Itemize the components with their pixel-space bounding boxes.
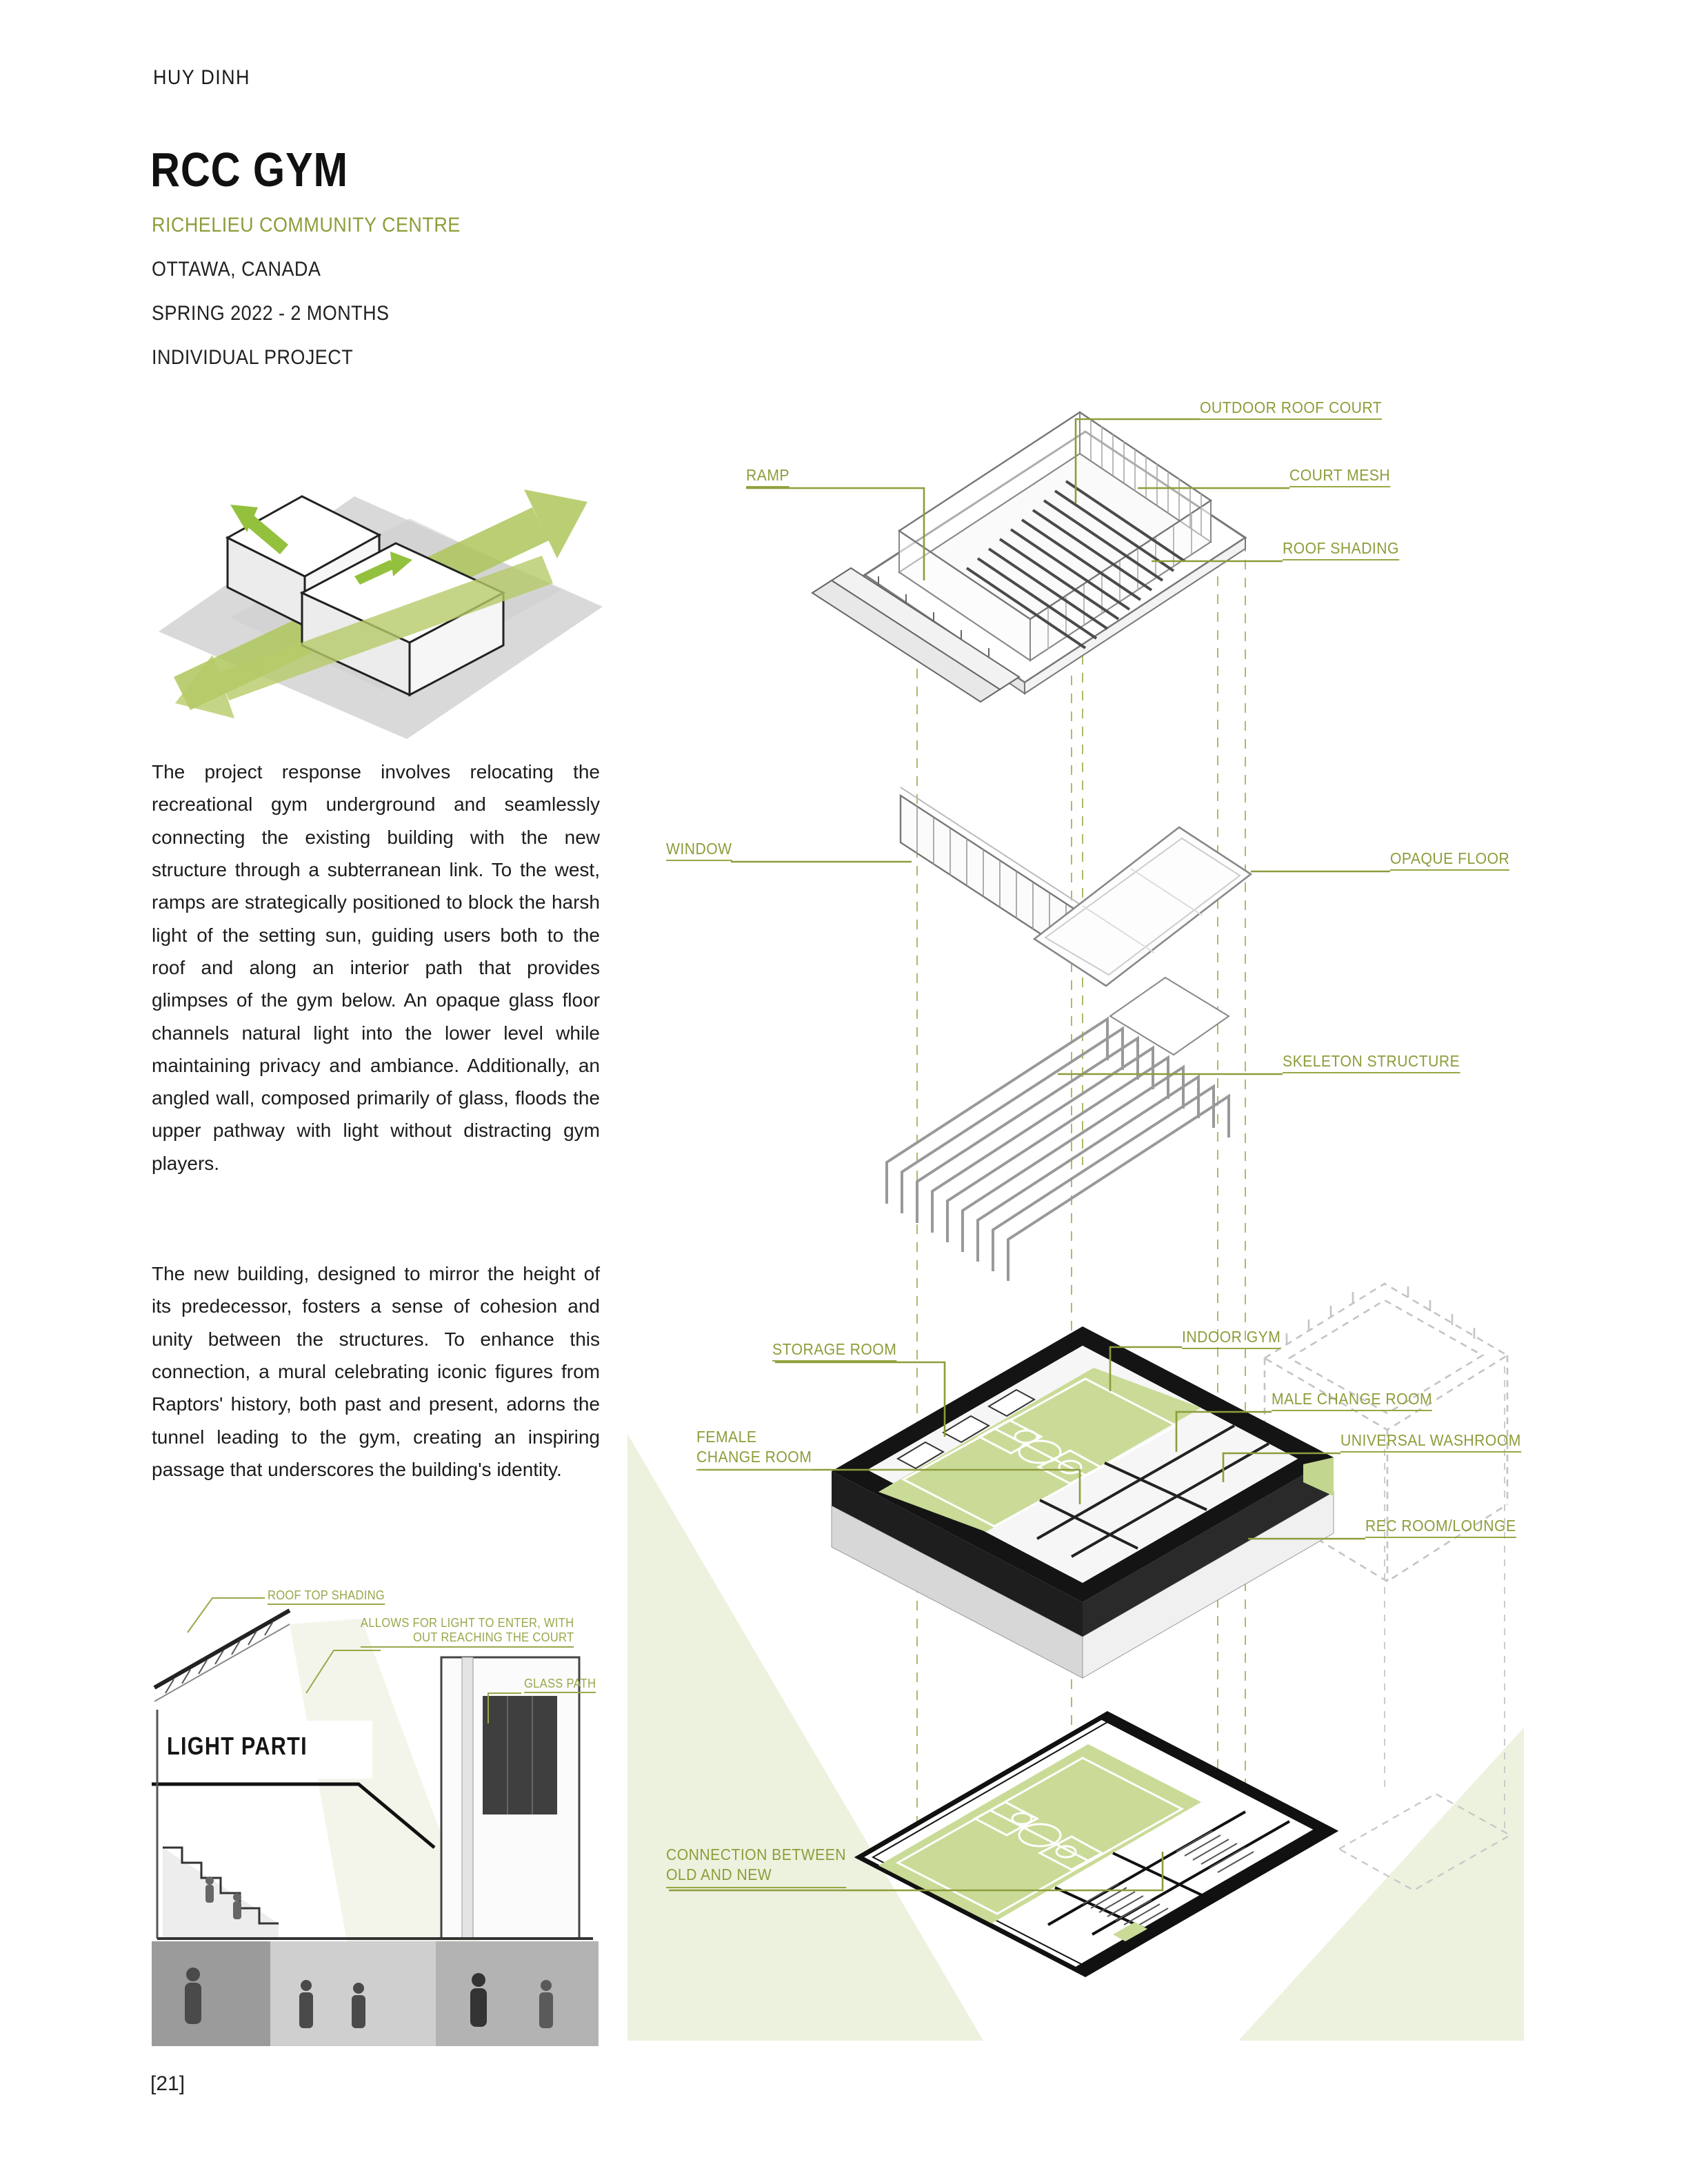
label-roof-shading: ROOF SHADING — [1283, 539, 1399, 561]
project-title: RCC GYM — [150, 143, 348, 196]
label-leader-lines — [669, 418, 1390, 1892]
label-storage-room: STORAGE ROOM — [772, 1340, 897, 1362]
gym-court-markings — [901, 1377, 1179, 1528]
opaque-floor-plane — [1032, 826, 1253, 1056]
label-glass-path: GLASS PATH — [524, 1677, 596, 1693]
label-outdoor-roof-court: OUTDOOR ROOF COURT — [1200, 398, 1383, 421]
ramp-graphic — [811, 567, 1021, 703]
label-indoor-gym: INDOOR GYM — [1182, 1328, 1281, 1350]
axon-svg — [627, 411, 1524, 2041]
project-timeline: SPRING 2022 - 2 MONTHS — [152, 302, 390, 325]
label-roof-top-shading: ROOF TOP SHADING — [268, 1588, 385, 1605]
green-berm — [1303, 1457, 1334, 1496]
gym-volume — [831, 1326, 1334, 1679]
description-paragraph-2: The new building, designed to mirror the… — [152, 1263, 600, 1480]
roof-shading-graphic — [153, 1608, 291, 1702]
light-parti-svg — [152, 1597, 599, 2046]
section-building-right — [440, 1656, 581, 1940]
basement-plan — [854, 1711, 1512, 1977]
label-female-change-room: FEMALE CHANGE ROOM — [696, 1427, 812, 1470]
label-skeleton-structure: SKELETON STRUCTURE — [1283, 1052, 1460, 1074]
gym-room-partitions — [1036, 1424, 1269, 1558]
old-building-footprint — [1337, 1792, 1512, 1892]
author-name: HUY DINH — [153, 66, 250, 89]
light-parti-title: LIGHT PARTI — [167, 1732, 308, 1760]
roof-court — [811, 411, 1247, 703]
section-building-left — [152, 1710, 436, 1939]
label-light-enter: ALLOWS FOR LIGHT TO ENTER, WITH OUT REAC… — [360, 1616, 574, 1648]
project-subtitle: RICHELIEU COMMUNITY CENTRE — [152, 214, 461, 236]
storage-room-boxes — [896, 1388, 1036, 1470]
stairs — [163, 1846, 279, 1939]
plan-green-accent — [1113, 1922, 1147, 1941]
label-male-change-room: MALE CHANGE ROOM — [1272, 1390, 1433, 1412]
plan-court-markings — [895, 1757, 1185, 1915]
light-parti-leader-lines — [187, 1597, 521, 1723]
indoor-gym-court — [878, 1368, 1201, 1532]
label-connection-old-new: CONNECTION BETWEEN OLD AND NEW — [666, 1845, 847, 1888]
project-location: OTTAWA, CANADA — [152, 258, 321, 281]
existing-building-dashed-lines — [1384, 1366, 1505, 1830]
label-opaque-floor: OPAQUE FLOOR — [1390, 849, 1510, 871]
skeleton-structure-frames — [885, 1016, 1230, 1281]
court-rim — [897, 411, 1213, 620]
label-court-mesh: COURT MESH — [1289, 466, 1391, 488]
mural-band — [152, 1941, 599, 2046]
label-rec-room-lounge: REC ROOM/LOUNGE — [1365, 1517, 1516, 1539]
green-arrow-southwest — [175, 556, 553, 718]
label-window: WINDOW — [666, 840, 732, 862]
light-parti-section: ROOF TOP SHADING ALLOWS FOR LIGHT TO ENT… — [152, 1577, 599, 2046]
plan-stair-hatch — [1082, 1830, 1254, 1930]
concept-massing-diagram — [148, 438, 616, 742]
site-ground-planes — [627, 1434, 1524, 2041]
small-green-arrows — [230, 505, 412, 585]
concept-diagram-svg — [159, 489, 603, 739]
roof-shading-slats — [965, 480, 1186, 649]
page-number: [21] — [150, 2072, 185, 2095]
project-type: INDIVIDUAL PROJECT — [152, 346, 354, 369]
label-universal-washroom: UNIVERSAL WASHROOM — [1340, 1431, 1521, 1453]
description-paragraph-1: The project response involves relocating… — [152, 761, 600, 1174]
label-ramp: RAMP — [746, 466, 790, 488]
exploded-axonometric: OUTDOOR ROOF COURT RAMP COURT MESH ROOF … — [627, 393, 1524, 2041]
plan-basketball-court — [878, 1744, 1201, 1923]
mural-figures — [185, 1968, 553, 2028]
